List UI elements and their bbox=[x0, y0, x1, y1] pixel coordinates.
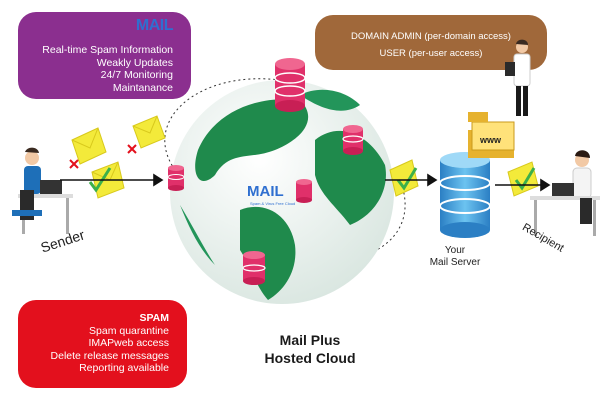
mail-server-label-line2: Mail Server bbox=[429, 257, 481, 268]
spam-title: SPAM bbox=[139, 312, 169, 324]
admin-person-icon bbox=[505, 39, 531, 116]
feature-line: Real-time Spam Information bbox=[42, 44, 173, 56]
reject-x-icon-2 bbox=[127, 144, 137, 154]
envelope-icon-to-recipient bbox=[507, 161, 539, 197]
access-line-domain-admin: DOMAIN ADMIN (per-domain access) bbox=[351, 31, 511, 42]
sender-person-icon bbox=[12, 147, 73, 234]
spam-line: IMAPweb access bbox=[88, 337, 169, 349]
reject-x-icon-1 bbox=[69, 159, 79, 169]
mail-server-icon bbox=[439, 152, 491, 238]
spam-line: Spam quarantine bbox=[89, 324, 169, 337]
cloud-title-line2: Hosted Cloud bbox=[264, 350, 356, 366]
accept-check-icon-1 bbox=[88, 167, 112, 193]
envelope-icon-to-server bbox=[389, 159, 419, 197]
feature-line: 24/7 Monitoring bbox=[100, 69, 173, 81]
spam-box: SPAM Spam quarantine IMAPweb access Dele… bbox=[18, 300, 187, 388]
flow-arrows bbox=[60, 173, 551, 192]
features-box: MAIL Real-time Spam Information Weakly U… bbox=[18, 12, 191, 99]
cloud-title: Mail Plus Hosted Cloud bbox=[245, 331, 375, 367]
globe-tagline: Spam & Virus Free Cloud bbox=[250, 201, 296, 206]
recipient-person-icon bbox=[530, 150, 600, 236]
globe-mail-logo: MAIL bbox=[247, 183, 284, 200]
mail-logo: MAIL bbox=[135, 17, 174, 34]
spam-line: Reporting available bbox=[79, 362, 169, 374]
database-icon-left bbox=[167, 165, 185, 191]
database-icon-top bbox=[274, 58, 306, 112]
accept-check-icon-2 bbox=[396, 167, 418, 191]
accept-check-icon-3 bbox=[514, 167, 536, 191]
www-folder-icon: www bbox=[468, 112, 515, 158]
mail-server-label: Your Mail Server bbox=[420, 245, 490, 269]
feature-line: Maintanance bbox=[112, 81, 173, 94]
database-icon-bottom bbox=[242, 251, 266, 285]
database-icon-center bbox=[296, 179, 312, 203]
mail-server-label-line1: Your bbox=[444, 245, 466, 256]
envelope-icon-rejected-1 bbox=[71, 127, 107, 165]
feature-line: Weakly Updates bbox=[96, 56, 173, 69]
globe-icon bbox=[170, 80, 394, 304]
access-line-user: USER (per-user access) bbox=[379, 48, 483, 59]
spam-line: Delete release messages bbox=[50, 349, 169, 362]
cloud-title-line1: Mail Plus bbox=[279, 332, 341, 348]
access-box: DOMAIN ADMIN (per-domain access) USER (p… bbox=[315, 15, 547, 70]
envelope-icon-rejected-2 bbox=[132, 115, 166, 149]
www-label: www bbox=[479, 135, 502, 145]
database-icon-right bbox=[342, 125, 364, 155]
